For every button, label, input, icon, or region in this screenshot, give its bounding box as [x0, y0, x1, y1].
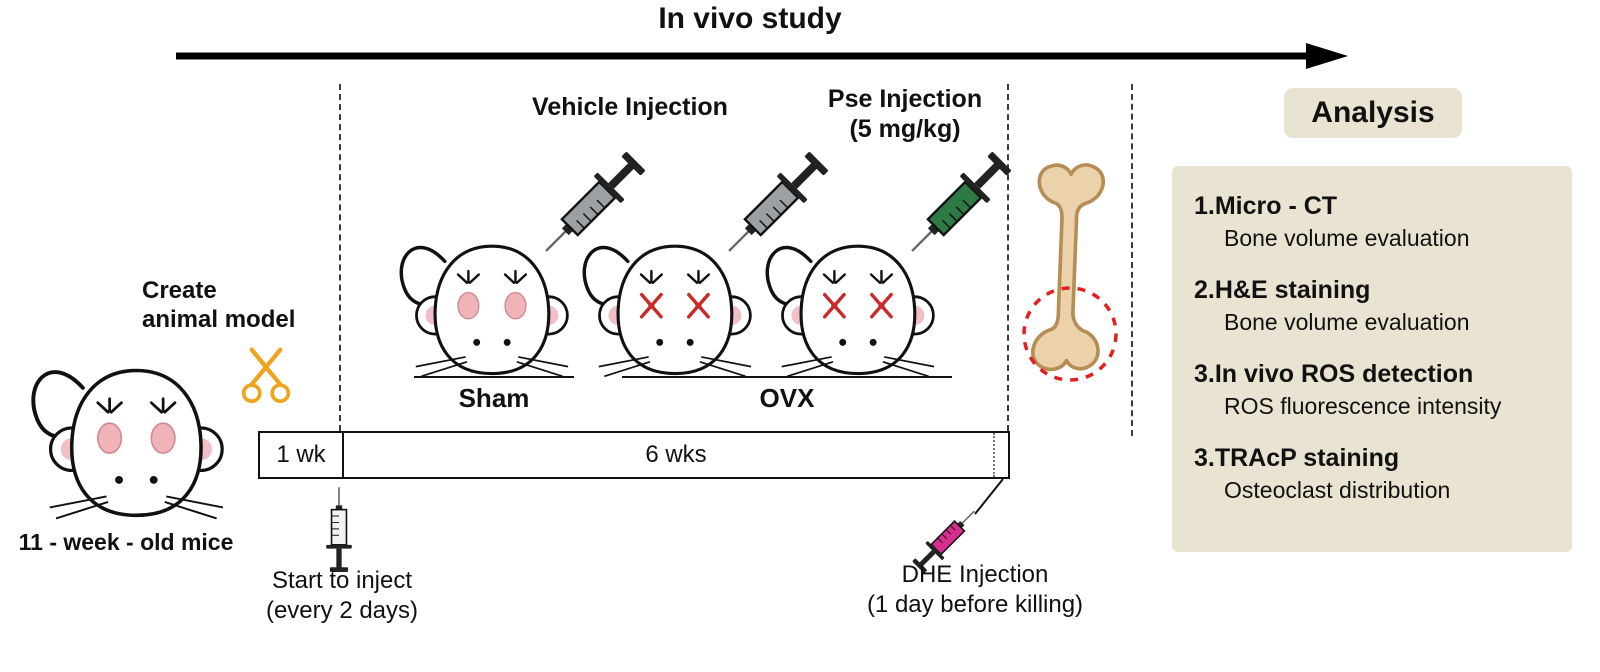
ovx-underline	[622, 376, 952, 378]
analysis-item-3-title: 3.In vivo ROS detection	[1194, 360, 1474, 388]
pse-injection-line2: (5 mg/kg)	[849, 115, 961, 143]
timeline-bar: 1 wk 6 wks	[258, 431, 1010, 479]
analysis-item-1-desc: Bone volume evaluation	[1224, 225, 1470, 251]
analysis-item-1-number: 1.	[1194, 192, 1215, 220]
analysis-item-2-number: 2.	[1194, 276, 1215, 304]
start-inject-line2: (every 2 days)	[265, 597, 419, 624]
start-inject-line1: Start to inject	[271, 567, 413, 594]
analysis-item-4-title: 3.TRAcP staining	[1194, 444, 1400, 472]
analysis-item-2: 2.H&E staining Bone volume evaluation	[1194, 276, 1562, 336]
pse-injection-line1: Pse Injection	[827, 85, 983, 113]
analysis-item-2-desc: Bone volume evaluation	[1224, 309, 1470, 335]
scissors-icon	[241, 347, 291, 404]
start-inject-note: Start to inject (every 2 days)	[242, 566, 442, 626]
dashed-divider-end	[1007, 84, 1009, 431]
region-of-interest-dashed-circle	[1022, 286, 1118, 382]
diagram-title: In vivo study	[658, 2, 842, 35]
analysis-item-3: 3.In vivo ROS detection ROS fluorescence…	[1194, 360, 1562, 420]
sham-group-label: Sham	[458, 383, 530, 413]
dashed-divider-start	[339, 84, 341, 431]
dhe-injection-line1: DHE Injection	[901, 561, 1049, 588]
subject-mouse-label: 11 - week - old mice	[18, 529, 234, 555]
analysis-item-1: 1.Micro - CT Bone volume evaluation	[1194, 192, 1562, 252]
dhe-timepoint-marker	[993, 433, 995, 477]
dhe-injection-line2: (1 day before killing)	[866, 591, 1084, 618]
create-model-line1: Create	[142, 277, 217, 304]
create-model-label: Create animal model	[142, 276, 342, 334]
create-model-line2: animal model	[142, 306, 296, 333]
dashed-divider-analysis	[1131, 84, 1133, 436]
analysis-item-4-desc: Osteoclast distribution	[1224, 477, 1451, 503]
analysis-item-3-number: 3.	[1194, 360, 1215, 388]
sham-underline	[414, 376, 574, 378]
analysis-item-1-title: 1.Micro - CT	[1194, 192, 1338, 220]
dhe-injection-note: DHE Injection (1 day before killing)	[845, 560, 1105, 620]
ovx-group-label: OVX	[759, 383, 815, 413]
timeline-segment-6wks: 6 wks	[344, 433, 1008, 477]
subject-mouse-icon	[26, 350, 231, 535]
start-inject-syringe-icon	[323, 486, 355, 577]
pse-syringe-icon	[894, 139, 1024, 269]
analysis-item-4-number: 3.	[1194, 444, 1215, 472]
dhe-connector-line	[974, 478, 1004, 515]
vehicle-injection-label: Vehicle Injection	[532, 93, 728, 121]
timeline-segment-6wks-label: 6 wks	[645, 441, 707, 468]
pse-injection-label: Pse Injection (5 mg/kg)	[785, 84, 1025, 144]
analysis-item-3-desc: ROS fluorescence intensity	[1224, 393, 1502, 419]
analysis-item-4: 3.TRAcP staining Osteoclast distribution	[1194, 444, 1562, 504]
analysis-panel: 1.Micro - CT Bone volume evaluation 2.H&…	[1172, 166, 1572, 552]
bone-icon	[1030, 163, 1106, 372]
timeline-segment-1wk: 1 wk	[260, 433, 344, 477]
analysis-item-2-title: 2.H&E staining	[1194, 276, 1371, 304]
timeline-arrow	[176, 43, 1348, 69]
analysis-header: Analysis	[1284, 88, 1462, 138]
